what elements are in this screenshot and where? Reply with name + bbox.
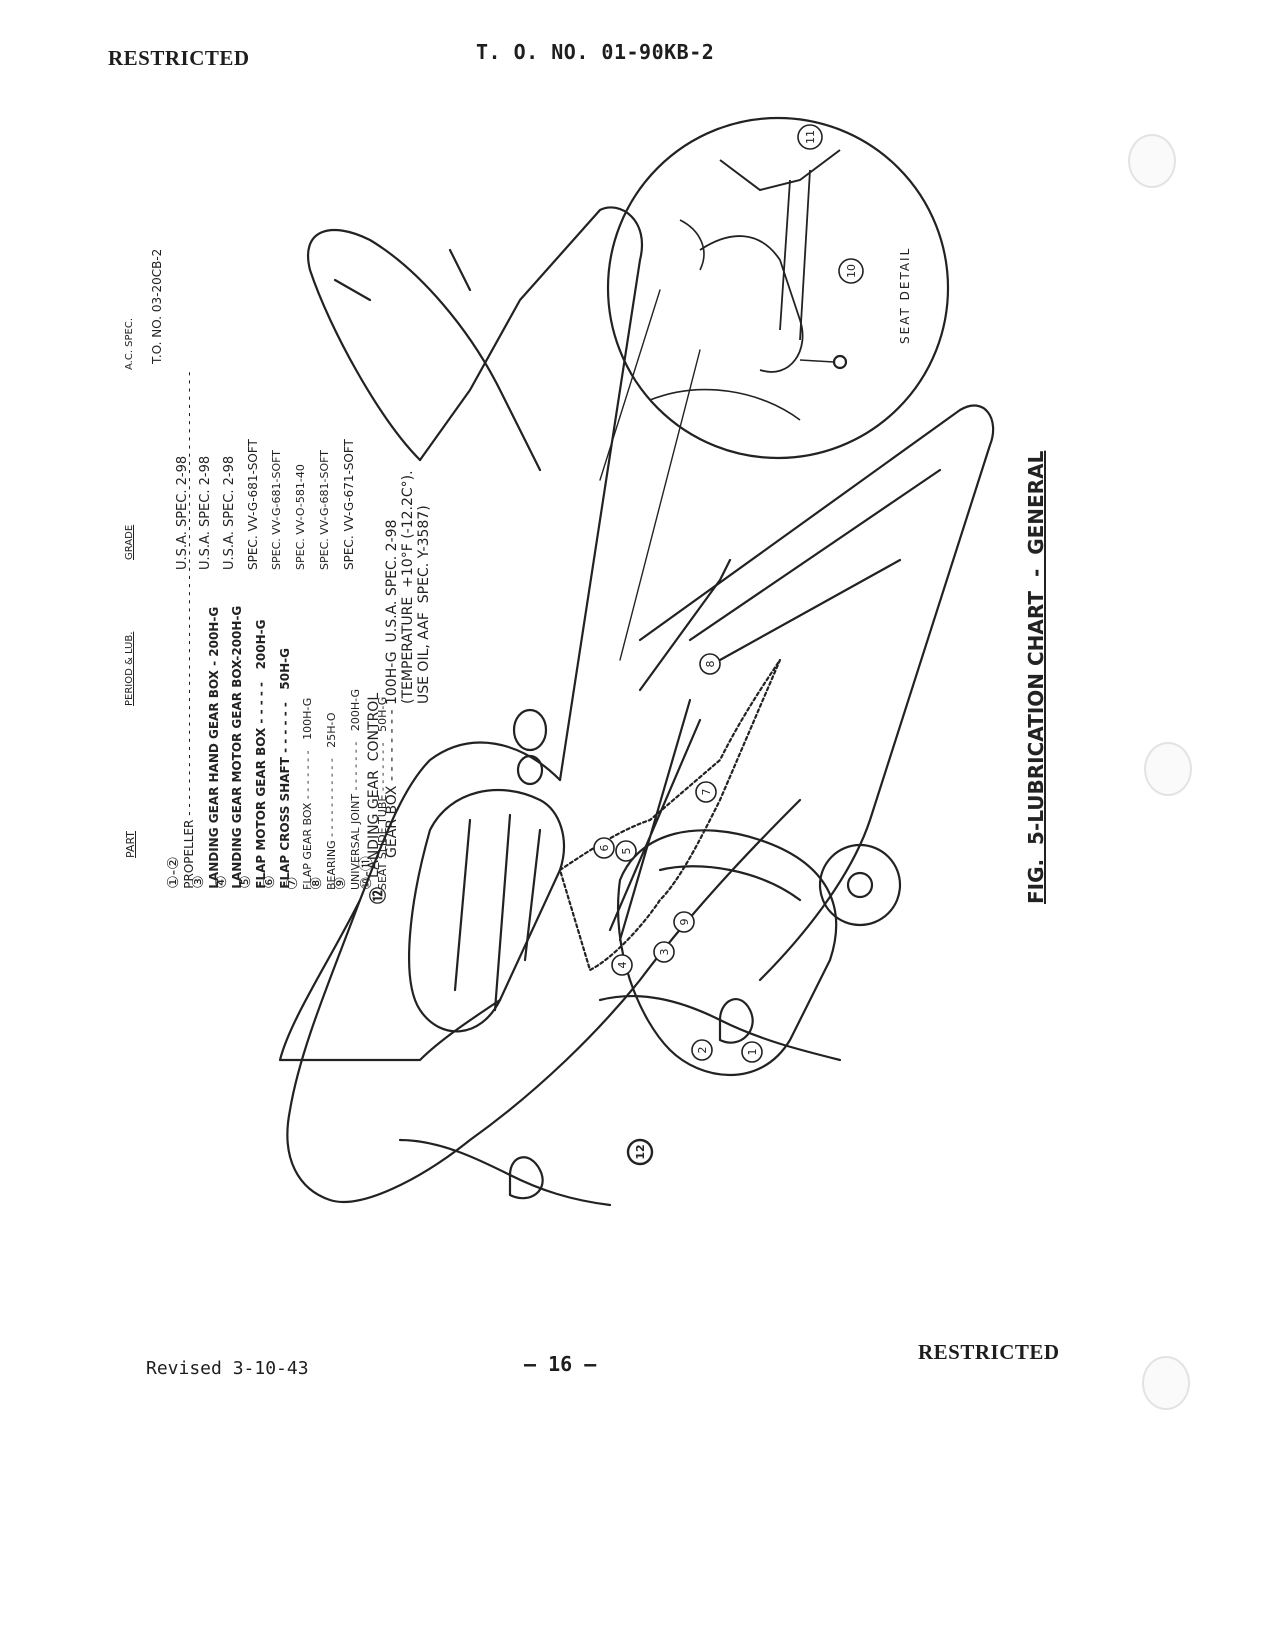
row-spec: T.O. NO. 03-20CB-2 bbox=[150, 248, 164, 364]
row-grade: SPEC. VV-O-581-40 bbox=[294, 464, 307, 570]
punch-hole-bottom bbox=[1142, 1356, 1190, 1410]
callout-12-text: 12 bbox=[634, 1144, 647, 1159]
row-grade: U.S.A. SPEC. 2-98 bbox=[222, 455, 237, 570]
lower-wing bbox=[278, 898, 502, 1062]
cutaway-section bbox=[558, 658, 782, 972]
callout-9-text: 9 bbox=[678, 919, 691, 926]
footer-revised: Revised 3-10-43 bbox=[146, 1358, 309, 1379]
row-grade: U.S.A. SPEC. 2-98 bbox=[198, 455, 213, 570]
table-header-part: PART bbox=[124, 830, 137, 858]
callout-2-text: 2 bbox=[696, 1047, 709, 1054]
callout-7: 7 bbox=[695, 781, 717, 803]
row-num: ⑫ bbox=[369, 887, 389, 904]
header-classification: RESTRICTED bbox=[108, 46, 250, 70]
propeller-left bbox=[398, 1138, 612, 1207]
fuselage-outline bbox=[286, 741, 802, 1203]
canopy bbox=[408, 788, 565, 1033]
seat-detail-inset bbox=[606, 116, 950, 460]
callout-5: 5 bbox=[615, 840, 637, 862]
table-header-spec: A.C. SPEC. bbox=[124, 317, 135, 370]
callout-12: 12 bbox=[626, 1138, 654, 1166]
callout-1-text: 1 bbox=[746, 1049, 759, 1056]
punch-hole-top bbox=[1128, 134, 1176, 188]
page-number: — 16 — bbox=[524, 1352, 597, 1376]
row-12-line-1: LANDING GEAR CONTROL bbox=[366, 692, 382, 878]
callout-10-text: 10 bbox=[845, 264, 858, 278]
engine-nacelle bbox=[616, 829, 838, 1076]
footer-classification: RESTRICTED bbox=[918, 1340, 1060, 1364]
horizontal-stabilizer bbox=[307, 228, 542, 472]
callout-4: 4 bbox=[611, 954, 633, 976]
callout-1: 1 bbox=[741, 1041, 763, 1063]
landing-wheel bbox=[818, 843, 902, 927]
callout-6: 6 bbox=[593, 837, 615, 859]
punch-hole-middle bbox=[1144, 742, 1192, 796]
callout-11-text: 11 bbox=[804, 130, 817, 144]
row-grade: U.S.A. SPEC. 2-98 bbox=[175, 455, 190, 570]
callout-10: 10 bbox=[838, 258, 864, 284]
callout-4-text: 4 bbox=[616, 962, 629, 969]
callout-8-text: 8 bbox=[704, 661, 717, 668]
row-grade: SPEC. VV-G-681-SOFT bbox=[318, 450, 331, 570]
row-grade: SPEC. VV-G-681-SOFT bbox=[270, 450, 283, 570]
callout-3-text: 3 bbox=[658, 949, 671, 956]
row-12-line-3: (TEMPERATURE +10°F (-12.2C°). bbox=[400, 470, 416, 704]
callout-8: 8 bbox=[699, 653, 721, 675]
callout-9: 9 bbox=[673, 911, 695, 933]
callout-2: 2 bbox=[691, 1039, 713, 1061]
row-12-line-4: USE OIL, AAF SPEC. Y-3587) bbox=[416, 505, 432, 704]
callout-3: 3 bbox=[653, 941, 675, 963]
row-12-line-2: GEAR BOX - - - - - - - - 100H-G U.S.A. S… bbox=[384, 519, 400, 858]
main-wing bbox=[638, 404, 995, 982]
callout-11: 11 bbox=[797, 124, 823, 150]
callout-5-text: 5 bbox=[620, 848, 633, 855]
header-to-number: T. O. NO. 01-90KB-2 bbox=[476, 40, 715, 64]
row-grade: SPEC. VV-G-671-SOFT bbox=[342, 439, 356, 570]
seat-detail-label: SEAT DETAIL bbox=[898, 246, 912, 344]
table-header-period: PERIOD & LUB. bbox=[124, 631, 135, 706]
row-grade: SPEC. VV-G-681-SOFT bbox=[246, 439, 260, 570]
callout-7-text: 7 bbox=[700, 789, 713, 796]
callout-6-text: 6 bbox=[598, 845, 611, 852]
figure-caption: FIG. 5-LUBRICATION CHART - GENERAL bbox=[1024, 450, 1048, 904]
table-header-grade: GRADE bbox=[124, 524, 135, 560]
